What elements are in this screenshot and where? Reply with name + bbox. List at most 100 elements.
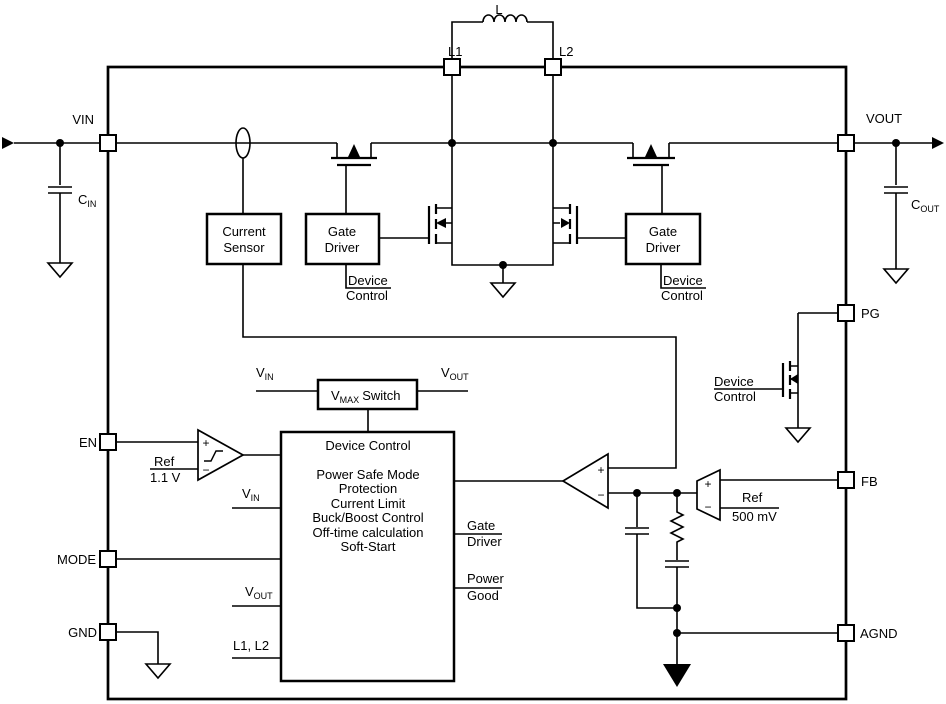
pin-fb (837, 471, 855, 489)
gate-driver-left-block (304, 212, 381, 266)
comp-cap-branch (625, 493, 677, 609)
en-ref-label-1: Ref (154, 454, 175, 469)
gate-driver-right-block (624, 212, 702, 266)
device-control-output-stubs (455, 533, 502, 589)
current-sensor-label-1: Current (222, 224, 266, 239)
en-comparator-plus-sign: + (202, 436, 209, 450)
comp-rc-branch (665, 493, 689, 664)
dc-output-gate-label-1: Gate (467, 518, 495, 533)
pin-agnd (837, 624, 855, 642)
pin-l2 (544, 58, 562, 76)
gate-driver-left-control-tag-2: Control (346, 288, 388, 303)
gate-driver-right-control-tag-2: Control (661, 288, 703, 303)
device-control-function: Off-time calculation (312, 525, 423, 540)
pg-control-tag-2: Control (714, 389, 756, 404)
fb-ref-label-1: Ref (742, 490, 763, 505)
dc-output-power-label-2: Good (467, 588, 499, 603)
power-stage-ground (489, 265, 517, 299)
cout-ground-icon (882, 268, 910, 285)
gate-driver-left-label-2: Driver (325, 240, 360, 255)
vmax-switch-block (316, 378, 419, 411)
current-sensor-block (205, 212, 283, 266)
device-control-function: Power Safe Mode (316, 467, 419, 482)
gate-driver-right-control-tag-1: Device (663, 273, 703, 288)
error-amplifier (455, 452, 697, 510)
agnd-ground-icon (663, 664, 691, 687)
cin-label: CIN (78, 192, 96, 209)
nmos-low-side-left (379, 75, 503, 266)
fb-ref-label-2: 500 mV (732, 509, 777, 524)
pmos-input-switch (331, 143, 377, 214)
cout-label: COUT (911, 197, 940, 214)
junction-dot (673, 629, 681, 637)
hysteresis-icon (204, 450, 223, 462)
device-control-function: Current Limit (331, 496, 406, 511)
vmax-switch-wires (256, 390, 468, 432)
junction-dot (448, 139, 456, 147)
pin-label-vout: VOUT (866, 111, 902, 126)
pin-vout (837, 134, 855, 152)
nmos-right-stubs (553, 207, 570, 244)
error-amp-minus-sign: − (597, 488, 604, 502)
pmos-right-stubs (632, 143, 670, 158)
en-comparator-symbol (197, 428, 245, 482)
vmax-out-label: VOUT (441, 365, 469, 382)
nmos-right-body-arrow-icon (561, 218, 570, 228)
current-sense-route-wire (242, 264, 677, 469)
pin-label-fb: FB (861, 474, 878, 489)
l1-drain-source-wire (451, 75, 503, 266)
pg-fet-stubs (790, 365, 799, 428)
vin-input-network (2, 137, 100, 279)
inductor (451, 14, 554, 59)
fb-amp-minus-sign: − (704, 500, 711, 514)
junction-dot (633, 489, 641, 497)
pin-label-l2: L2 (559, 44, 573, 59)
error-amp-symbol (561, 452, 609, 510)
nmos-low-side-right (503, 75, 626, 266)
device-control-input-stubs (232, 507, 281, 659)
pin-vin (99, 134, 117, 152)
compensation-network (625, 493, 838, 687)
device-control-function: Buck/Boost Control (312, 510, 423, 525)
pin-pg (837, 304, 855, 322)
chip-outline (106, 65, 848, 701)
pg-ground-icon (784, 427, 812, 444)
inductor-lead-left (451, 21, 483, 59)
pmos-left-stubs (336, 143, 372, 158)
fb-amp-plus-sign: + (704, 477, 711, 491)
pin-en (99, 433, 117, 451)
en-ref-label-2: 1.1 V (150, 470, 181, 485)
power-rail (116, 127, 838, 214)
gate-driver-left-control-wire (345, 264, 391, 289)
junction-dot (673, 604, 681, 612)
gnd-wire (116, 631, 159, 664)
dc-input-vout-label: VOUT (245, 584, 273, 601)
gate-driver-left-control-tag-1: Device (348, 273, 388, 288)
inductor-label: L (495, 2, 502, 17)
junction-dot (499, 261, 507, 269)
cin-capacitor (48, 143, 72, 263)
dc-input-vin-label: VIN (242, 486, 260, 503)
nmos-left-body-arrow-icon (436, 218, 446, 228)
device-control-function: Protection (339, 481, 398, 496)
fb-amplifier (696, 468, 838, 522)
gnd-ground-icon (144, 663, 172, 680)
junction-dot (673, 489, 681, 497)
gnd-network (116, 631, 172, 680)
pmos-output-switch (627, 143, 675, 214)
pin-l1 (443, 58, 461, 76)
pg-control-tag-1: Device (714, 374, 754, 389)
pmos-right-body-arrow-icon (645, 144, 657, 157)
error-amp-plus-sign: + (597, 463, 604, 477)
pg-pulldown-mosfet (714, 312, 838, 444)
dc-output-gate-label-2: Driver (467, 534, 502, 549)
junction-dot (56, 139, 64, 147)
junction-dot (892, 139, 900, 147)
pin-mode (99, 550, 117, 568)
pin-label-vin: VIN (72, 112, 94, 127)
gate-driver-left-label-1: Gate (328, 224, 356, 239)
en-comparator (116, 428, 281, 482)
